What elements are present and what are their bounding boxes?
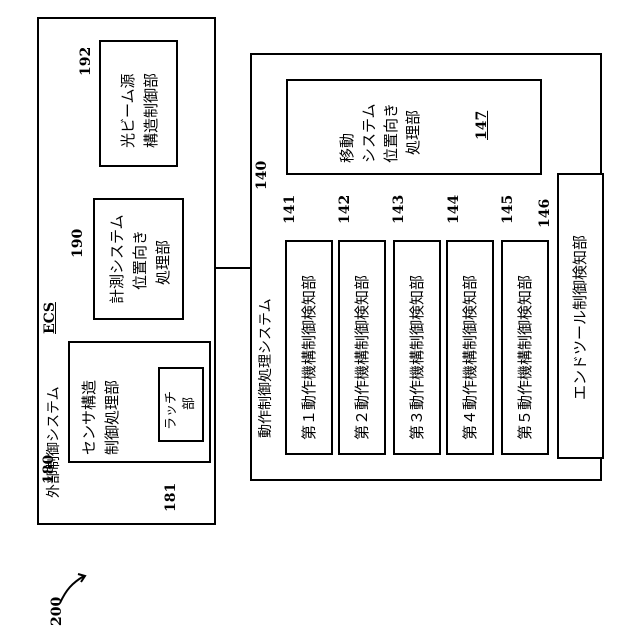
beam-source-box (99, 40, 178, 167)
mover-line1: 移動 (338, 133, 357, 163)
mover-line3: 位置向き (382, 103, 401, 163)
ref-180: 180 (41, 455, 57, 484)
beam-line2: 構造制御部 (142, 73, 161, 148)
detector-label-1: 第１動作機構制御検知部 (300, 275, 319, 440)
ref-192: 192 (78, 47, 94, 76)
detector-label-3: 第３動作機構制御検知部 (408, 275, 427, 440)
measure-line1: 計測システム (108, 214, 127, 304)
ecs-label: ECS (42, 302, 58, 334)
ref-190: 190 (70, 229, 86, 258)
latch-line1: ラッチ (163, 391, 180, 430)
ref-147: 147 (474, 111, 490, 140)
mover-line4: 処理部 (404, 110, 423, 155)
beam-line1: 光ビーム源 (119, 73, 138, 148)
sensor-line2: 制御処理部 (103, 380, 122, 455)
latch-line2: 部 (181, 397, 198, 410)
measure-line2: 位置向き (131, 230, 150, 290)
measure-line3: 処理部 (154, 240, 173, 285)
ref-142: 142 (337, 195, 353, 224)
sensor-line1: センサ構造 (80, 380, 99, 455)
detector-label-4: 第４動作機構制御検知部 (461, 275, 480, 440)
detector-label-2: 第２動作機構制御検知部 (353, 275, 372, 440)
ref-144: 144 (446, 195, 462, 224)
mcs-title: 動作制御処理システム (257, 298, 276, 438)
ref-140: 140 (254, 161, 270, 190)
figure-ref-200: 200 (49, 597, 65, 626)
ref-145: 145 (500, 195, 516, 224)
detector-label-5: 第５動作機構制御検知部 (516, 275, 535, 440)
endtool-detector-label: エンドツール制御検知部 (571, 235, 590, 400)
mover-line2: システム (360, 103, 379, 163)
ref-146: 146 (537, 199, 553, 228)
ref-143: 143 (391, 195, 407, 224)
ref-141: 141 (282, 195, 298, 224)
ref-181: 181 (163, 483, 179, 512)
